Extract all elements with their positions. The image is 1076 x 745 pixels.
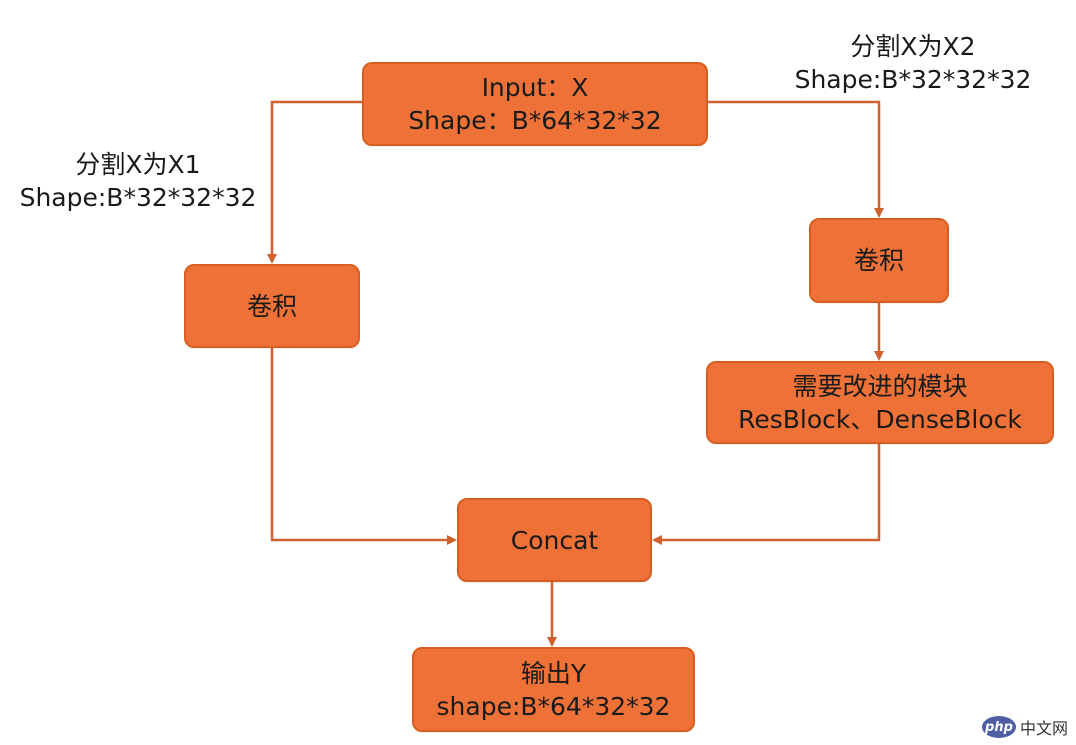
input-node: Input：X Shape：B*64*32*32 — [362, 62, 708, 146]
site-watermark: php 中文网 — [981, 715, 1068, 739]
link-left-conv-to-concat — [270, 348, 457, 545]
input-node-shape: Shape：B*64*32*32 — [408, 106, 662, 135]
conv-right-label: 卷积 — [853, 246, 904, 275]
conv-left-label: 卷积 — [246, 291, 297, 321]
output-node-shape: shape:B*64*32*32 — [436, 691, 671, 721]
output-node: 输出Y shape:B*64*32*32 — [412, 647, 695, 732]
link-improve-to-concat — [652, 444, 881, 545]
split-x1-shape: Shape:B*32*32*32 — [19, 183, 257, 212]
input-node-title: Input：X — [481, 73, 589, 102]
link-input-to-left-conv — [267, 100, 362, 264]
concat-node: Concat — [457, 498, 652, 582]
conv-left-node: 卷积 — [184, 264, 360, 348]
split-x2-title: 分割X为X2 — [850, 32, 976, 61]
improve-module-node: 需要改进的模块 ResBlock、DenseBlock — [706, 361, 1054, 444]
split-x1-title: 分割X为X1 — [75, 150, 201, 179]
concat-label: Concat — [510, 525, 599, 555]
split-x2-note: 分割X为X2 Shape:B*32*32*32 — [775, 30, 1051, 96]
improve-module-options: ResBlock、DenseBlock — [738, 404, 1022, 434]
php-logo-icon: php — [981, 716, 1016, 738]
watermark-text: 中文网 — [1019, 719, 1068, 738]
output-node-title: 输出Y — [520, 658, 587, 688]
split-x2-shape: Shape:B*32*32*32 — [794, 65, 1032, 94]
conv-right-node: 卷积 — [809, 218, 949, 303]
improve-module-title: 需要改进的模块 — [792, 371, 968, 401]
split-x1-note: 分割X为X1 Shape:B*32*32*32 — [0, 148, 276, 214]
link-input-to-right-conv — [708, 100, 884, 218]
